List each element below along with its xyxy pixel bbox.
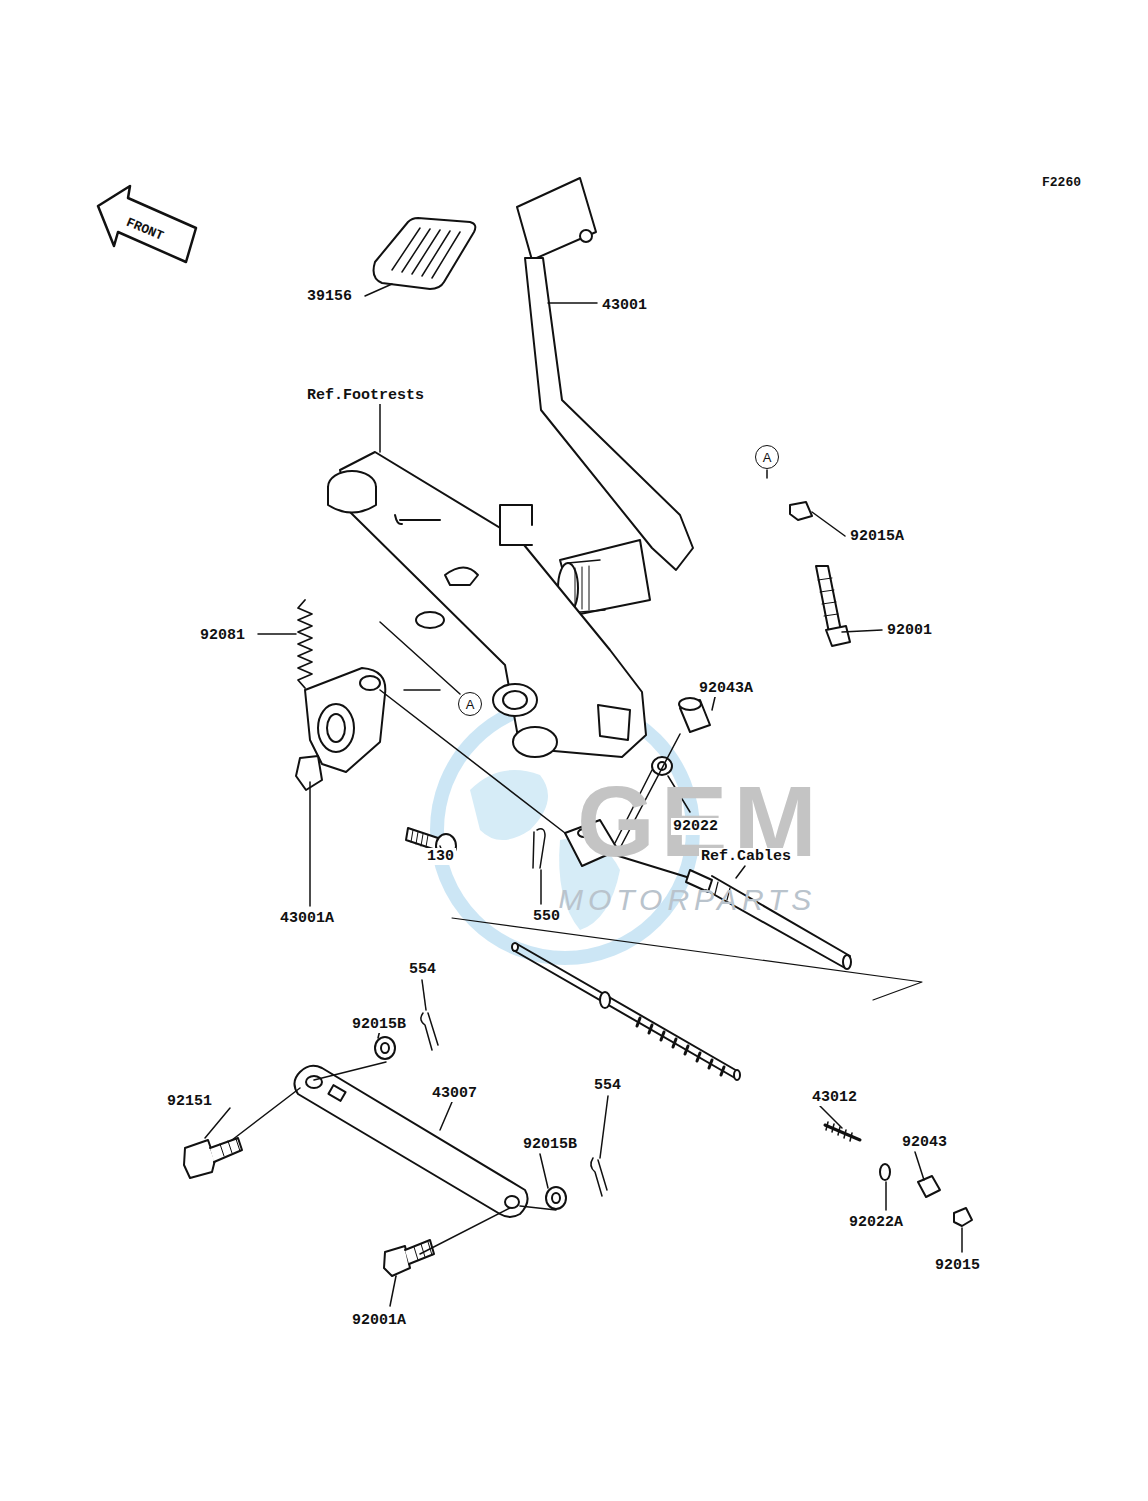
r-clip bbox=[591, 1158, 607, 1196]
rod-end-parts bbox=[825, 1122, 972, 1226]
brake-lever-arm bbox=[296, 668, 385, 790]
callout-number: 39156 bbox=[305, 288, 354, 305]
drawing-number: F2260 bbox=[1040, 175, 1083, 190]
callout-number: 92015B bbox=[350, 1016, 408, 1033]
watermark: MOTORPARTS bbox=[556, 884, 818, 916]
square-bolt bbox=[184, 1138, 242, 1178]
brake-rod bbox=[512, 943, 740, 1080]
callout-number: 92022A bbox=[847, 1214, 905, 1231]
flange-nut bbox=[375, 1037, 566, 1209]
r-clip bbox=[421, 1013, 438, 1050]
reference-note: Ref.Cables bbox=[699, 848, 793, 865]
callout-number: 43007 bbox=[430, 1085, 479, 1102]
reference-circle: A bbox=[458, 692, 482, 716]
callout-number: 92015 bbox=[933, 1257, 982, 1274]
brake-link-arm bbox=[294, 1066, 527, 1217]
reference-note: Ref.Footrests bbox=[305, 387, 426, 404]
callout-number: 92043A bbox=[697, 680, 755, 697]
reference-letter: A bbox=[466, 698, 475, 711]
callout-number: 92001 bbox=[885, 622, 934, 639]
reference-letter: A bbox=[763, 451, 772, 464]
front-arrow bbox=[98, 186, 196, 262]
callout-number: 43012 bbox=[810, 1089, 859, 1106]
break-line bbox=[452, 918, 922, 1000]
callout-number: 92151 bbox=[165, 1093, 214, 1110]
pedal-pad bbox=[374, 218, 476, 289]
cotter-pin bbox=[533, 829, 545, 868]
callout-number: 92001A bbox=[350, 1312, 408, 1329]
pivot-bolt bbox=[790, 502, 850, 646]
return-spring bbox=[298, 600, 312, 688]
clevis-pin bbox=[652, 698, 710, 775]
callout-number: 43001A bbox=[278, 910, 336, 927]
callout-number: 92043 bbox=[900, 1134, 949, 1151]
callout-number: 92015A bbox=[848, 528, 906, 545]
leader-lines bbox=[205, 284, 962, 1306]
callout-number: 550 bbox=[531, 908, 562, 925]
callout-number: 92015B bbox=[521, 1136, 579, 1153]
hex-bolt bbox=[384, 1240, 434, 1276]
callout-number: 130 bbox=[425, 848, 456, 865]
callout-number: 554 bbox=[407, 961, 438, 978]
callout-number: 92081 bbox=[198, 627, 247, 644]
callout-number: 92022 bbox=[671, 818, 720, 835]
reference-circle: A bbox=[755, 445, 779, 469]
callout-number: 43001 bbox=[600, 297, 649, 314]
callout-number: 554 bbox=[592, 1077, 623, 1094]
brake-pedal bbox=[517, 178, 693, 615]
